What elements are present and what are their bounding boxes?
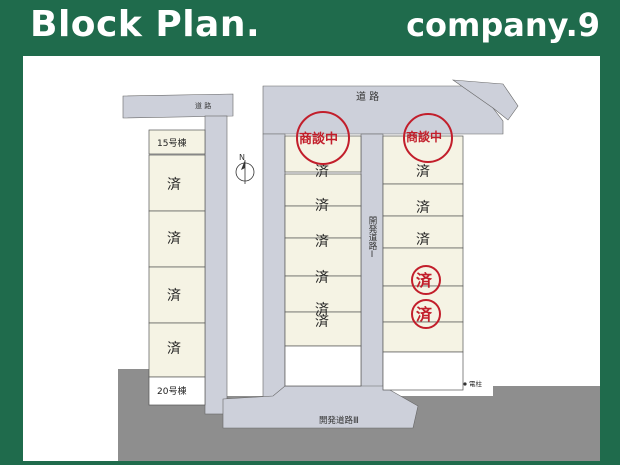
negotiating-stamp: 商談中 bbox=[296, 111, 350, 165]
lot-right-4 bbox=[382, 285, 464, 323]
lot-left-3 bbox=[148, 266, 206, 324]
sold-mark: 済 bbox=[167, 177, 181, 193]
sold-mark: 済 bbox=[315, 198, 329, 214]
sold-mark: 済 bbox=[416, 164, 430, 180]
sold-mark: 済 bbox=[167, 231, 181, 247]
lot-right-5 bbox=[382, 321, 464, 353]
sold-mark: 済 bbox=[167, 341, 181, 357]
lot-left-2 bbox=[148, 210, 206, 268]
lot-20 bbox=[148, 376, 206, 406]
stamp-text: 済 bbox=[416, 305, 433, 324]
dev-road-1-label: 開発道路Ⅰ bbox=[367, 216, 377, 260]
road-top-label: 道 路 bbox=[356, 90, 379, 103]
negotiating-stamp: 商談中 bbox=[403, 113, 453, 163]
lot-mid-3 bbox=[284, 237, 362, 277]
telephone-pole-icon bbox=[463, 382, 467, 386]
dev-road-3 bbox=[222, 385, 419, 429]
left-road-top bbox=[122, 93, 234, 119]
sold-mark: 済 bbox=[315, 314, 329, 330]
north-label: N bbox=[239, 153, 245, 162]
sold-stamp: 済 bbox=[411, 265, 441, 295]
top-right-road bbox=[451, 79, 519, 121]
block-plan-map: N 道 路 道 路 開発道路Ⅰ 開発道路Ⅲ 電柱 15号棟 20号棟 済 済 済… bbox=[23, 56, 600, 461]
outer-area-right bbox=[493, 386, 600, 426]
lot-mid-4 bbox=[284, 275, 362, 313]
page-title: Block Plan. bbox=[30, 4, 261, 45]
left-main-road bbox=[262, 133, 286, 407]
stamp-text: 済 bbox=[416, 271, 433, 290]
road-left-label: 道 路 bbox=[195, 101, 211, 110]
lot-15-label: 15号棟 bbox=[157, 137, 186, 149]
lot-mid-5 bbox=[284, 311, 362, 347]
lot-20-label: 20号棟 bbox=[157, 385, 186, 397]
sold-mark: 済 bbox=[315, 270, 329, 286]
lot-right-6 bbox=[382, 351, 464, 391]
lot-15 bbox=[148, 129, 206, 155]
lot-mid-1 bbox=[284, 173, 362, 207]
north-arrow-icon bbox=[235, 160, 255, 184]
sold-mark: 済 bbox=[167, 288, 181, 304]
stamp-text: 商談中 bbox=[299, 131, 338, 147]
sold-mark: 済 bbox=[315, 302, 329, 318]
company-name: company.9 bbox=[406, 6, 600, 44]
lot-right-2 bbox=[382, 215, 464, 249]
sold-mark: 済 bbox=[416, 232, 430, 248]
telephone-pole-label: 電柱 bbox=[469, 379, 483, 388]
lot-mid-6 bbox=[284, 345, 362, 387]
lot-right-1 bbox=[382, 183, 464, 217]
dev-road-1 bbox=[360, 133, 384, 393]
lot-mid-2 bbox=[284, 205, 362, 239]
lot-right-0 bbox=[382, 135, 464, 185]
sold-stamp: 済 bbox=[411, 299, 441, 329]
left-road-right bbox=[204, 115, 228, 415]
stamp-text: 商談中 bbox=[406, 129, 442, 144]
sold-mark: 済 bbox=[315, 234, 329, 250]
sold-mark: 済 bbox=[416, 200, 430, 216]
dev-road-3-label: 開発道路Ⅲ bbox=[319, 415, 359, 426]
lot-left-4 bbox=[148, 322, 206, 378]
sold-mark: 済 bbox=[315, 164, 329, 180]
lot-left-1 bbox=[148, 154, 206, 212]
